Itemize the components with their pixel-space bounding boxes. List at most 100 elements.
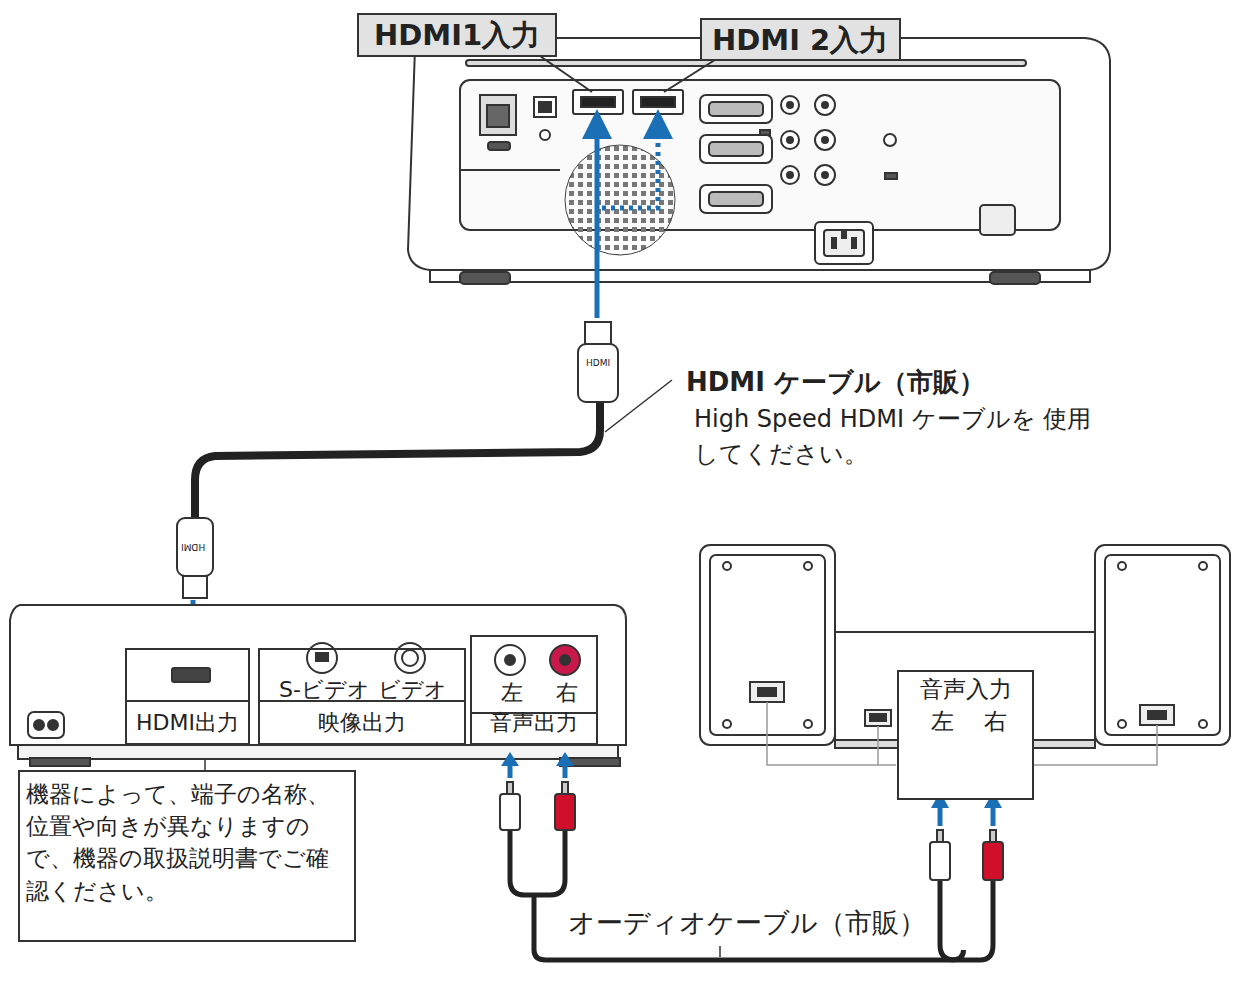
terminal-label: 右 xyxy=(984,708,1007,736)
projector-ports-part xyxy=(573,90,623,114)
audio-plug-part xyxy=(983,842,1003,880)
callout-label: HDMI1入力 xyxy=(374,18,540,53)
terminal-label: S-ビデオ xyxy=(279,677,370,703)
signal-arrow-part xyxy=(595,124,600,318)
source-device-part xyxy=(18,745,618,759)
terminal-label: 映像出力 xyxy=(318,710,406,736)
projector-ports-part xyxy=(487,105,509,127)
signal-arrowhead-part xyxy=(501,752,519,766)
audio-plug-part xyxy=(937,830,943,842)
audio-plug-part xyxy=(500,794,520,830)
projector-ports-part xyxy=(824,230,864,256)
projector-ports-part xyxy=(781,96,799,114)
terminal-label: 音声入力 xyxy=(920,676,1012,704)
projector-ports-part xyxy=(852,238,856,248)
terminal-label: 音声出力 xyxy=(490,710,578,736)
audio-plug-part xyxy=(990,830,996,842)
hdmi-plug xyxy=(177,322,618,598)
source-device-part xyxy=(10,605,626,745)
source-device-part xyxy=(28,712,64,738)
speaker-system-part xyxy=(804,562,812,570)
signal-arrow-part xyxy=(563,766,568,778)
audio-plug-part xyxy=(562,782,568,794)
terminal-label: HDMI出力 xyxy=(136,710,239,736)
speaker-system-part xyxy=(1148,711,1166,719)
hdmi-plug-part xyxy=(578,344,618,402)
speaker-system-part xyxy=(723,720,731,728)
projector-ports-part xyxy=(700,135,772,163)
projector-ports-part xyxy=(581,97,615,107)
projector-ports-part xyxy=(480,95,516,135)
projector-ports-part xyxy=(787,137,793,143)
source-device-part xyxy=(48,720,58,730)
projector-ports-part xyxy=(709,192,763,206)
note-text: 機器によって、端子の名称、位置や向きが異なりますので、機器の取扱説明書でご確認く… xyxy=(26,778,348,907)
projector-ports-part xyxy=(884,134,896,146)
speaker-wire-part xyxy=(878,764,896,766)
projector-ports-part xyxy=(539,102,551,112)
source-device-part xyxy=(495,645,525,675)
arrowhead xyxy=(525,747,543,761)
speaker-system-part xyxy=(870,714,886,721)
projector-ports xyxy=(480,90,897,264)
audio-cable-part xyxy=(510,830,540,895)
projector-part xyxy=(460,169,560,171)
speaker-system-part xyxy=(1105,555,1220,735)
hdmi-cable-part xyxy=(195,400,600,520)
speaker-system-part xyxy=(750,682,784,702)
terminal-label: 左 xyxy=(501,680,523,706)
note-leader xyxy=(204,760,206,770)
projector-ports-part xyxy=(885,173,897,179)
audio-plug-part xyxy=(555,794,575,830)
source-device xyxy=(10,605,626,766)
projector-ports-part xyxy=(540,130,550,140)
speaker-system-part xyxy=(804,720,812,728)
callout-leader xyxy=(540,56,718,92)
speaker-system-part xyxy=(1199,562,1207,570)
speaker-wire-part xyxy=(1034,725,1157,765)
projector-part xyxy=(408,38,1110,270)
projector-ports-part xyxy=(781,166,799,184)
source-device-part xyxy=(505,655,515,665)
hdmi-plug-part xyxy=(177,518,213,576)
projector-ports-part xyxy=(488,142,510,150)
projector-ports-part xyxy=(822,102,828,108)
speaker-system-part xyxy=(865,710,891,726)
projector-ports-part xyxy=(633,90,683,114)
source-device-part xyxy=(316,653,328,661)
note-box: 機器によって、端子の名称、位置や向きが異なりますので、機器の取扱説明書でご確認く… xyxy=(18,770,356,942)
cable-note: High Speed HDMI ケーブルを 使用してください。 xyxy=(694,402,1094,472)
jack-panel: 音声入力左右 xyxy=(897,670,1034,800)
source-device-part xyxy=(550,645,580,675)
plug-marking: HDMI xyxy=(586,358,610,370)
signal-arrow-part xyxy=(938,808,943,826)
source-device-part xyxy=(30,758,90,766)
cable-label: HDMI ケーブル（市販） xyxy=(686,366,985,400)
arrowhead xyxy=(955,802,973,816)
source-device-part xyxy=(402,650,418,666)
signal-arrow-part xyxy=(602,124,658,208)
projector-ports-part xyxy=(709,142,763,156)
projector-ports-part xyxy=(709,102,763,116)
audio-plug-part xyxy=(507,782,513,794)
speaker-system-part xyxy=(1095,545,1230,745)
speaker-system-part xyxy=(723,562,731,570)
projector-ports-part xyxy=(842,232,846,238)
audio-cable-part xyxy=(940,880,965,960)
projector-ports-part xyxy=(700,185,772,213)
signal-arrowhead-part xyxy=(556,752,574,766)
projector-ports-part xyxy=(641,97,675,107)
callout-box: HDMI 2入力 xyxy=(700,18,901,61)
terminal-group: HDMI出力 xyxy=(125,648,250,745)
source-device-part xyxy=(34,720,44,730)
projector-ports-part xyxy=(822,172,828,178)
signal-arrow xyxy=(193,124,658,646)
audio-cable-part xyxy=(540,830,565,895)
hdmi-plug-part xyxy=(585,322,611,344)
signal-arrow-part xyxy=(991,808,996,826)
callout-label: HDMI 2入力 xyxy=(712,23,888,58)
projector-ports-part xyxy=(815,95,835,115)
projector-ports-part xyxy=(832,238,836,248)
